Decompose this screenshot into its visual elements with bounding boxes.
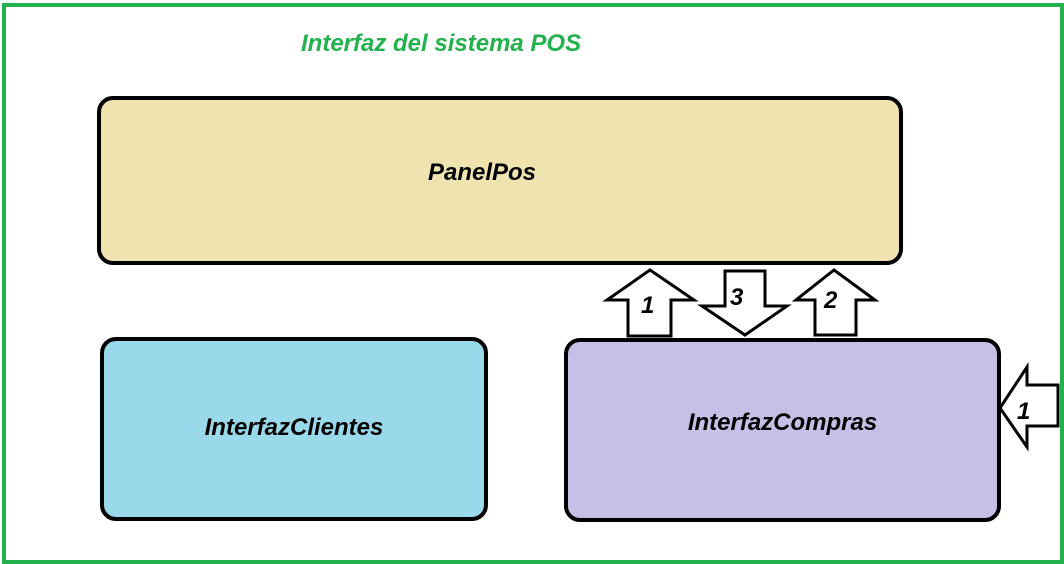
interfaz-compras-box: InterfazCompras — [564, 338, 1001, 522]
diagram-title: Interfaz del sistema POS — [301, 30, 582, 57]
interfaz-compras-label: InterfazCompras — [687, 409, 878, 436]
interfaz-clientes-label: InterfazClientes — [204, 414, 384, 441]
interfaz-clientes-box: InterfazClientes — [100, 337, 488, 521]
panelpos-box: PanelPos — [97, 96, 903, 265]
diagram-frame — [2, 3, 1064, 564]
panelpos-label: PanelPos — [427, 158, 537, 186]
